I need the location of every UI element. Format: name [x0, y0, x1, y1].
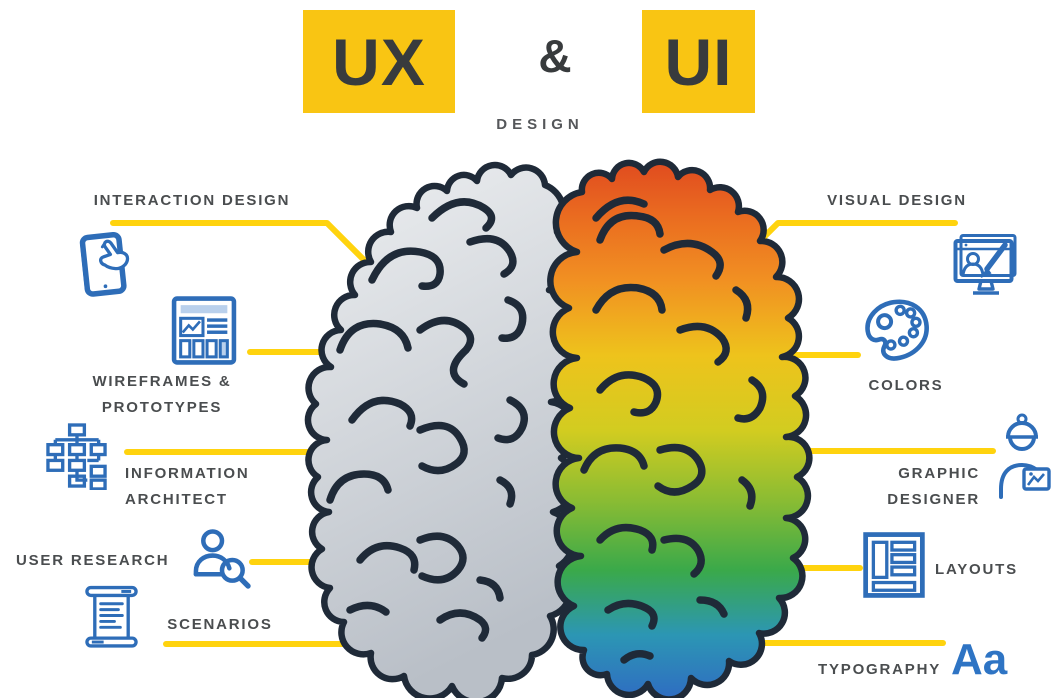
label-line: DESIGNER	[887, 491, 980, 508]
wireframe-browser-icon	[171, 296, 237, 365]
label-graphic-designer: GRAPHIC DESIGNER	[848, 461, 980, 513]
typography-sample-aa: Aa	[951, 635, 1008, 684]
connector-line-interaction-design	[110, 220, 381, 277]
title-ux-box: UX	[303, 10, 455, 113]
title-ampersand: &	[538, 30, 572, 82]
scroll-icon	[84, 585, 139, 649]
label-line: PROTOTYPES	[101, 399, 223, 416]
title-subtitle: DESIGN	[496, 116, 584, 133]
label-user-research: USER RESEARCH	[16, 552, 170, 569]
label-line: GRAPHIC	[898, 465, 980, 482]
label-line: INFORMATION	[125, 465, 250, 482]
designer-person-icon	[994, 411, 1052, 503]
label-interaction-design: INTERACTION DESIGN	[93, 192, 291, 209]
user-search-icon	[191, 529, 252, 589]
layout-grid-icon	[863, 532, 925, 598]
title-ui-text: UI	[664, 24, 733, 99]
title-ux-text: UX	[332, 24, 426, 99]
brain-folds	[326, 196, 767, 664]
label-line: WIREFRAMES &	[92, 373, 232, 390]
label-wireframes-prototypes: WIREFRAMES & PROTOTYPES	[62, 369, 262, 421]
label-layouts: LAYOUTS	[935, 561, 1018, 578]
label-line: ARCHITECT	[125, 491, 228, 508]
monitor-art-icon	[953, 233, 1019, 301]
label-typography: TYPOGRAPHY	[818, 661, 942, 678]
title-ui-box: UI	[642, 10, 755, 113]
sitemap-icon	[45, 423, 108, 490]
label-visual-design: VISUAL DESIGN	[827, 192, 967, 209]
label-colors: COLORS	[868, 377, 944, 394]
yellow-connector-lines	[110, 220, 996, 647]
label-information-architect: INFORMATION ARCHITECT	[125, 461, 295, 513]
tablet-touch-icon	[79, 230, 134, 301]
label-scenarios: SCENARIOS	[167, 616, 273, 633]
palette-icon	[858, 293, 937, 368]
